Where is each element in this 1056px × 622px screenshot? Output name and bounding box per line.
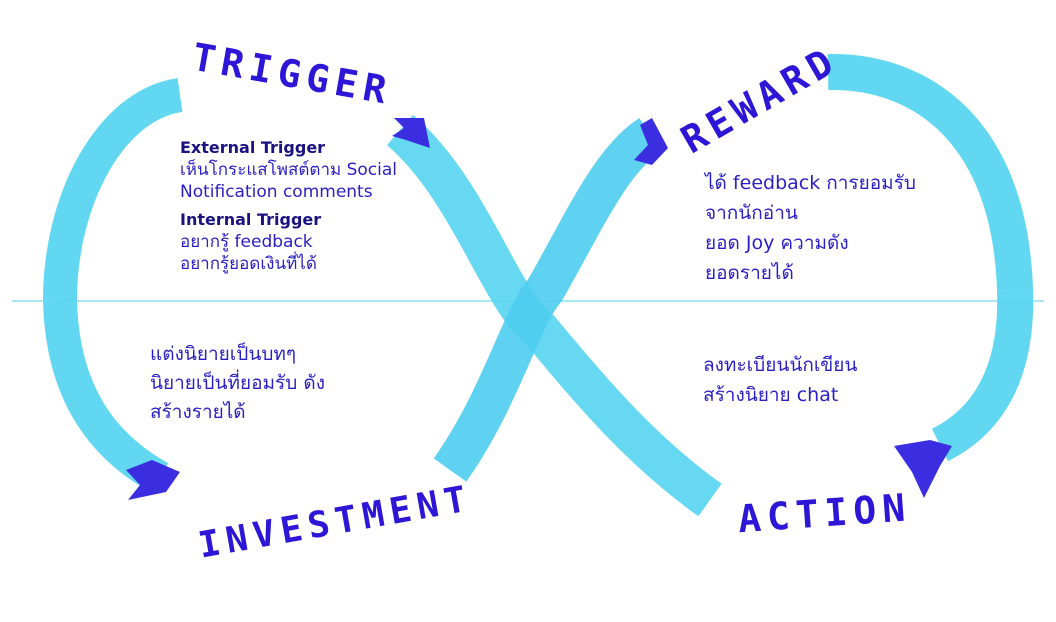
investment-title: INVESTMENT xyxy=(195,478,475,566)
reward-title: REWARD xyxy=(674,37,846,162)
arrow-reward-icon xyxy=(634,118,668,165)
loop-right-upper xyxy=(827,53,1033,291)
trigger-description: External Trigger เห็นโกระแสโพสต์ตาม Soci… xyxy=(180,137,397,275)
loop-cross-up xyxy=(433,118,662,482)
internal-trigger-line-2: อยากรู้ยอดเงินที่ได้ xyxy=(180,254,317,274)
investment-description: แต่งนิยายเป็นบทๆ นิยายเป็นที่ยอมรับ ดัง … xyxy=(150,340,325,427)
reward-line-4: ยอดรายได้ xyxy=(705,262,794,284)
reward-description: ได้ feedback การยอมรับ จากนักอ่าน ยอด Jo… xyxy=(705,168,916,288)
investment-line-1: แต่งนิยายเป็นบทๆ xyxy=(150,343,297,365)
action-description: ลงทะเบียนนักเขียน สร้างนิยาย chat xyxy=(703,350,857,410)
reward-line-2: จากนักอ่าน xyxy=(705,202,798,224)
action-title: ACTION xyxy=(737,485,913,541)
investment-line-3: สร้างรายได้ xyxy=(150,401,246,423)
investment-line-2: นิยายเป็นที่ยอมรับ ดัง xyxy=(150,372,325,394)
action-line-1: ลงทะเบียนนักเขียน xyxy=(703,354,858,376)
external-trigger-line-1: เห็นโกระแสโพสต์ตาม Social xyxy=(180,160,398,180)
loop-left-lower xyxy=(43,299,169,493)
action-line-2: สร้างนิยาย chat xyxy=(703,384,839,406)
arrow-investment-icon xyxy=(126,460,180,500)
internal-trigger-line-1: อยากรู้ feedback xyxy=(180,232,313,252)
loop-left-upper xyxy=(43,78,184,301)
arrow-trigger-icon xyxy=(392,118,430,148)
loop-right-lower xyxy=(931,289,1034,462)
reward-line-1: ได้ feedback การยอมรับ xyxy=(705,172,916,194)
external-trigger-heading: External Trigger xyxy=(180,138,326,157)
external-trigger-line-2: Notification comments xyxy=(180,182,373,202)
internal-trigger-heading: Internal Trigger xyxy=(180,210,322,229)
trigger-title: TRIGGER xyxy=(189,35,396,113)
reward-line-3: ยอด Joy ความดัง xyxy=(705,232,849,254)
arrow-action-icon xyxy=(894,440,952,498)
